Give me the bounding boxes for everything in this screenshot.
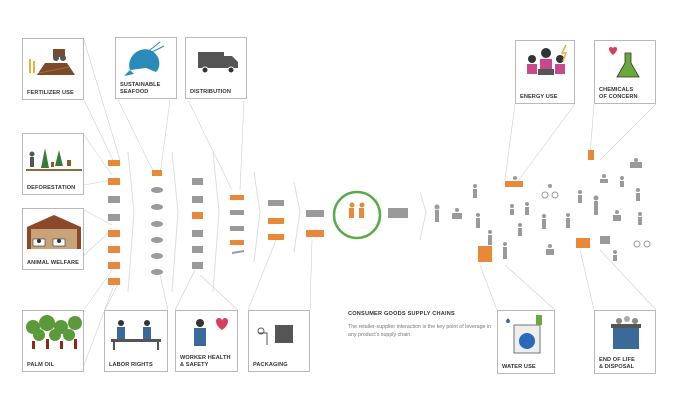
card-animal-welfare[interactable]: ANIMAL WELFARE: [22, 208, 84, 270]
card-worker-health-safety[interactable]: WORKER HEALTH & SAFETY: [175, 310, 238, 372]
card-deforestation[interactable]: DEFORESTATION: [22, 133, 84, 195]
consumer-icons: [434, 150, 651, 262]
col2-icons: [151, 170, 163, 275]
truck-icon: [198, 52, 238, 74]
flask-icon: [609, 47, 640, 78]
card-packaging[interactable]: PACKAGING: [248, 310, 310, 372]
flow-chevrons: [127, 151, 427, 293]
card-labor-rights[interactable]: LABOR RIGHTS: [104, 310, 168, 372]
handshake-icon: [349, 202, 365, 218]
card-label: CHEMICALS OF CONCERN: [599, 87, 638, 100]
col5-icons: [268, 200, 284, 240]
washing-machine-icon: [506, 315, 542, 354]
col6-icons: [306, 210, 324, 237]
workers-icon: [111, 320, 161, 350]
trash-bin-icon: [611, 316, 641, 349]
col1-icons: [108, 160, 120, 285]
card-fertilizer-use[interactable]: FERTILIZER USE: [22, 38, 84, 100]
card-palm-oil[interactable]: PALM OIL: [22, 310, 84, 372]
card-end-of-life-disposal[interactable]: END OF LIFE & DISPOSAL: [594, 310, 656, 374]
card-label: DISTRIBUTION: [190, 88, 231, 95]
store-icon: [388, 208, 408, 218]
card-chemicals-of-concern[interactable]: CHEMICALS OF CONCERN: [594, 40, 656, 104]
worker-heart-icon: [194, 318, 228, 346]
shrimp-icon: [124, 41, 165, 76]
card-label: PACKAGING: [253, 361, 288, 368]
energy-people-icon: [527, 44, 568, 75]
connector-lines: [83, 39, 657, 366]
card-label: PALM OIL: [27, 361, 55, 368]
col4-icons: [230, 195, 244, 254]
card-label: WORKER HEALTH & SAFETY: [180, 355, 231, 368]
retailer-supplier-circle: [332, 190, 382, 240]
card-label: SUSTAINABLE SEAFOOD: [120, 82, 161, 95]
card-label: FERTILIZER USE: [27, 89, 74, 96]
info-title: CONSUMER GOODS SUPPLY CHAINS: [348, 311, 455, 317]
card-label: END OF LIFE & DISPOSAL: [599, 357, 635, 370]
card-label: DEFORESTATION: [27, 184, 76, 191]
tree-stump-icon: [26, 148, 82, 171]
card-energy-use[interactable]: ENERGY USE: [515, 40, 575, 104]
palm-tree-icon: [26, 315, 82, 349]
card-label: LABOR RIGHTS: [109, 361, 153, 368]
fertilizer-icon: [29, 49, 75, 75]
card-label: WATER USE: [502, 363, 536, 370]
card-label: ANIMAL WELFARE: [27, 259, 79, 266]
col3-icons: [192, 178, 203, 269]
card-label: ENERGY USE: [520, 93, 558, 100]
barn-icon: [27, 215, 81, 249]
packaging-icon: [257, 325, 293, 345]
card-distribution[interactable]: DISTRIBUTION: [185, 37, 247, 99]
card-sustainable-seafood[interactable]: SUSTAINABLE SEAFOOD: [115, 37, 177, 99]
info-description: The retailer-supplier interaction is the…: [348, 324, 492, 338]
card-water-use[interactable]: WATER USE: [497, 310, 555, 374]
